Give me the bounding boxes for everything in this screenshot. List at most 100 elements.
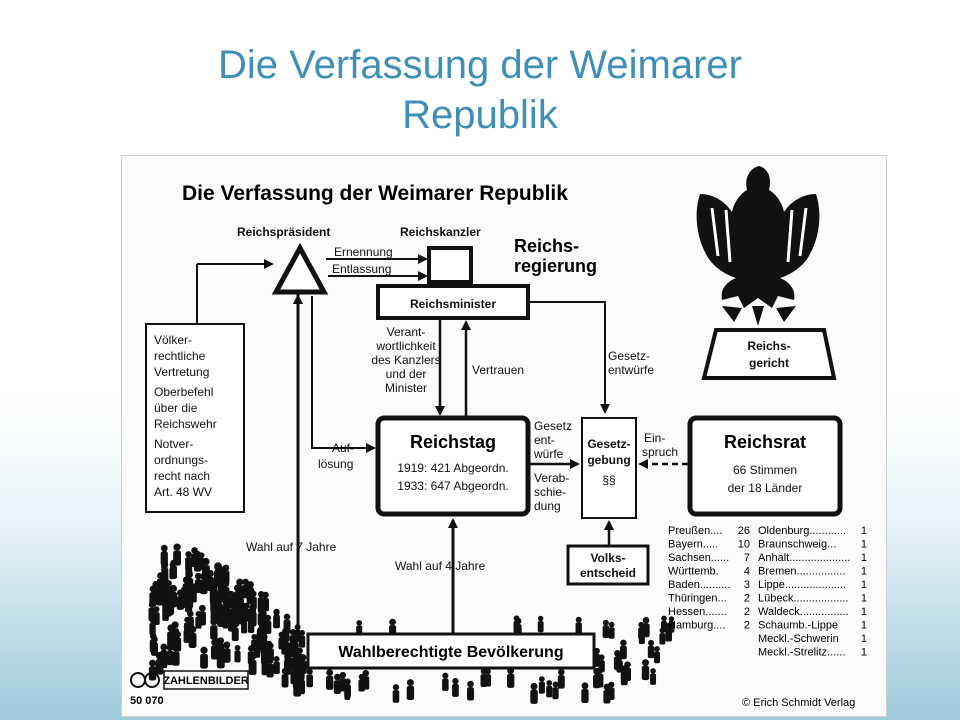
person-icon [598,654,605,661]
person-icon [165,580,172,587]
praesident-powers-box [145,323,245,513]
person-icon [242,584,250,599]
person-icon [665,628,672,642]
person-icon [151,636,158,643]
person-icon [243,602,250,610]
person-icon [289,635,297,649]
person-icon [333,680,341,694]
person-icon [248,611,257,627]
power-line: Vertretung [154,365,209,379]
land-entry: 1 [861,566,867,578]
verabschiedung-1: Verab- [534,471,569,485]
person-icon [452,677,459,685]
person-icon [620,671,628,686]
person-icon [538,681,545,694]
person-icon [228,590,235,597]
person-icon [187,610,194,618]
person-icon [575,616,582,623]
person-icon [249,604,257,612]
person-icon [191,553,199,567]
person-icon [200,572,208,580]
reichsrat-line2: der 18 Länder [728,481,803,495]
person-icon [243,608,250,622]
person-icon [442,678,449,691]
person-icon [210,645,219,660]
gesetzgebung-1: Gesetz- [587,437,630,451]
person-icon [467,687,475,701]
verantwortlichkeit-label: Verant- wortlichkeit des Kanzlers und de… [371,325,440,395]
einspruch-1: Ein- [644,431,665,445]
person-icon [206,569,214,578]
land-entry: Lippe.................... [758,579,846,591]
person-icon [186,616,194,631]
person-icon [608,627,615,639]
land-entry: Baden.......... [668,579,730,591]
power-line: Art. 48 WV [154,485,212,499]
person-icon [170,565,177,579]
vertrauen-label: Vertrauen [472,363,524,377]
person-icon [653,651,661,664]
land-entry: Waldeck................ [758,606,849,618]
person-icon [484,674,492,687]
person-icon [191,547,198,554]
land-entry: Schaumb.-Lippe [758,620,838,632]
person-icon [173,637,182,652]
person-icon [344,688,351,701]
reichsrat-box [687,415,843,517]
person-icon [294,675,301,688]
person-icon [222,606,231,621]
person-icon [210,597,218,612]
person-icon [217,604,225,612]
person-icon [200,646,208,654]
person-icon [195,616,202,629]
land-entry: Meckl.-Strelitz...... [758,647,845,659]
person-icon [537,621,544,633]
person-icon [467,680,474,688]
person-icon [198,604,206,612]
power-line: Reichswehr [154,417,217,431]
slide-title: Die Verfassung der Weimarer Republik [0,40,960,140]
person-icon [358,673,365,680]
reichsregierung-label-2: regierung [514,256,597,276]
person-icon [228,596,235,609]
verantwortlichkeit-line: wortlichkeit [375,339,436,353]
person-icon [167,624,175,632]
person-icon [149,659,157,667]
person-icon [642,659,649,667]
person-icon [306,668,313,675]
land-entry: Hessen....... [668,606,727,618]
person-icon [552,681,559,688]
person-icon [259,631,268,645]
land-entry: 2 [744,606,750,618]
person-icon [344,683,351,689]
person-icon [546,680,553,686]
person-icon [362,669,370,677]
person-icon [257,607,264,614]
person-icon [242,578,249,586]
person-icon [530,689,538,704]
land-entry: 1 [861,633,867,645]
zahlenbilder-text: ZAHLENBILDER [163,675,249,687]
person-icon [642,616,650,624]
verantwortlichkeit-line: Minister [385,381,427,395]
reichstag-line1: 1919: 421 Abgeordn. [397,461,508,475]
person-icon [149,617,156,624]
person-icon [406,685,415,700]
person-icon [557,675,565,689]
reichstag-box [375,415,531,517]
land-entry: Bremen................ [758,566,845,578]
diagram-code: 50 070 [130,695,164,707]
reichsrat-line1: 66 Stimmen [733,463,797,477]
gesetzentwuerfe-top-1: Gesetz- [608,349,650,363]
reichskanzler-label: Reichskanzler [400,225,481,239]
land-entry: 1 [861,647,867,659]
person-icon [281,674,289,688]
person-icon [195,611,202,617]
person-icon [162,593,169,601]
power-line: Oberbefehl [154,385,213,399]
zahlenbilder-logo: ZAHLENBILDER [130,670,249,690]
gesetz-mid-2: ent- [534,433,555,447]
slide-title-line2: Republik [402,93,558,137]
population-crowd-icon [148,543,675,704]
person-icon [648,639,655,647]
